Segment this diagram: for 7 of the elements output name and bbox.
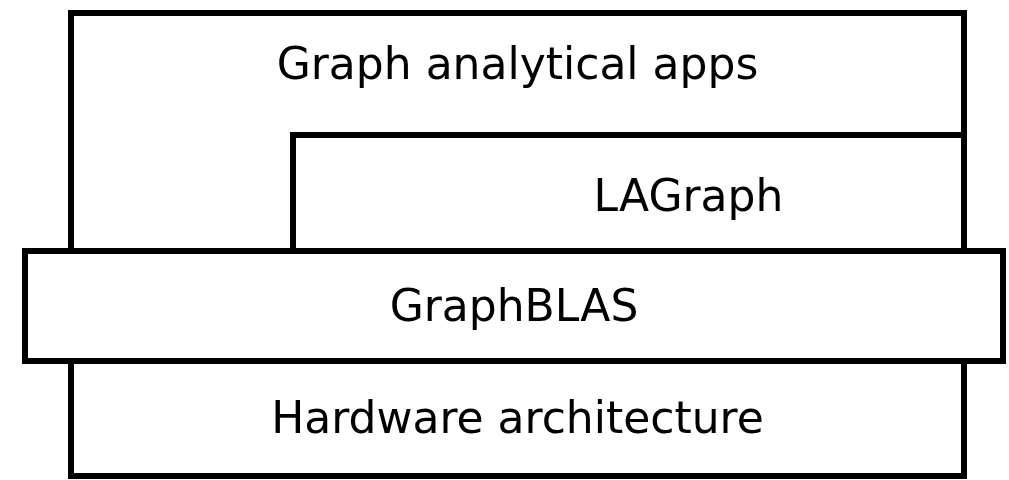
layer-box: [68, 10, 967, 248]
layer-label: GraphBLAS: [389, 279, 639, 333]
layer-box: [68, 364, 967, 479]
layer-label: Hardware architecture: [271, 392, 764, 445]
layer-label: LAGraph: [593, 169, 784, 223]
layer-label: Graph analytical apps: [276, 38, 759, 91]
layer-box: [22, 248, 1006, 364]
